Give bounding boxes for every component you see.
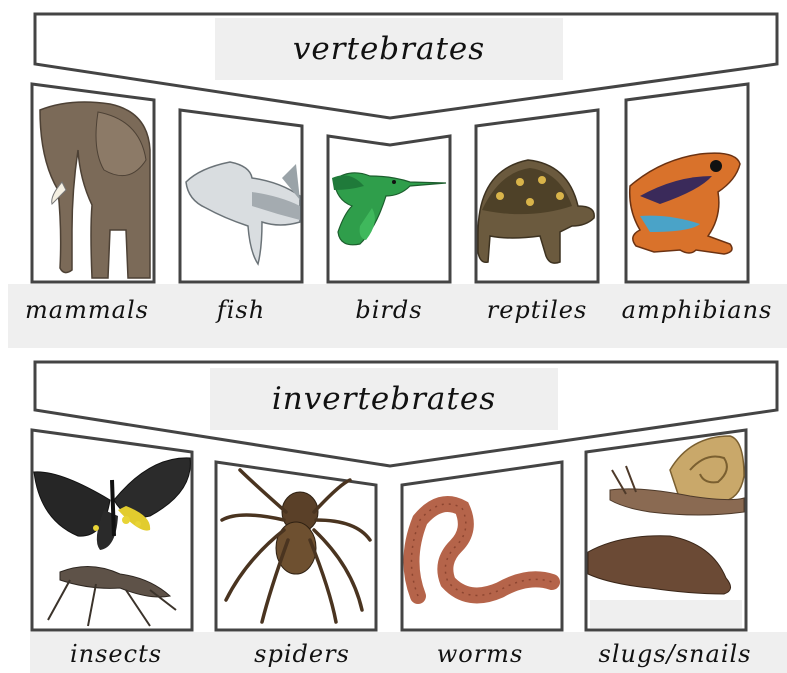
label-spiders: spiders <box>222 640 382 668</box>
label-fish: fish <box>166 296 316 324</box>
card-worms <box>402 462 562 630</box>
label-reptiles: reptiles <box>462 296 612 324</box>
card-birds <box>328 136 450 282</box>
label-worms: worms <box>400 640 560 668</box>
slug-card-blank-patch <box>590 600 742 628</box>
label-mammals: mammals <box>12 296 162 324</box>
vertebrates-title: vertebrates <box>215 18 563 80</box>
label-amphibians: amphibians <box>614 296 780 324</box>
invertebrates-title: invertebrates <box>210 368 558 430</box>
label-insects: insects <box>36 640 196 668</box>
label-birds: birds <box>314 296 464 324</box>
label-slugs-snails: slugs/snails <box>580 640 770 668</box>
